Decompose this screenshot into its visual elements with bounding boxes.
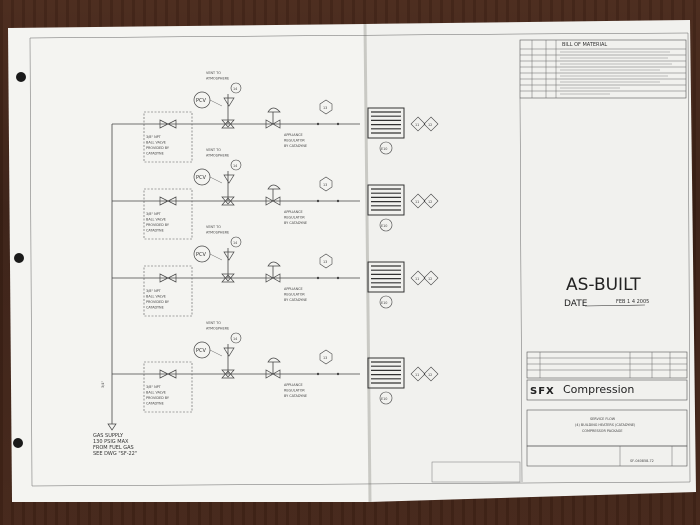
- appliance-regulator-icon: [265, 273, 274, 283]
- tag-diamond: 12: [428, 123, 432, 127]
- tag-diamond: 11: [415, 373, 419, 377]
- tag-13: 13: [323, 260, 327, 264]
- tag-13: 13: [323, 356, 327, 360]
- bill-of-material-table: [519, 39, 687, 99]
- punch-hole: [14, 253, 24, 263]
- tag-14: 14: [233, 337, 237, 341]
- tag-14: 14: [233, 241, 237, 245]
- paper-left-page: [8, 24, 370, 502]
- relief-valve-icon: [221, 369, 235, 378]
- tag-diamond: 11: [415, 277, 419, 281]
- tag-e10: E10: [381, 224, 387, 228]
- catalytic-heater-icon: [367, 107, 405, 139]
- ball-valve-icon: [159, 369, 169, 379]
- punch-hole: [16, 72, 26, 82]
- tag-diamond: 11: [415, 123, 419, 127]
- punch-hole: [13, 438, 23, 448]
- company-name: Compression: [563, 383, 634, 396]
- bom-rows: [520, 40, 686, 98]
- company-block: [526, 379, 688, 401]
- ball-valve-icon: [159, 196, 169, 206]
- appliance-regulator-icon: [265, 369, 274, 379]
- drawing-number: SF-040858-72: [630, 459, 654, 463]
- pipe-size-label: 3/4": [101, 381, 105, 388]
- title-line-2: (4) BUILDING HEATERS (CATADYNE): [575, 423, 636, 427]
- pcv-label: PCV: [196, 98, 207, 104]
- relief-valve-icon: [221, 273, 235, 282]
- as-built-stamp: AS-BUILT: [566, 275, 641, 295]
- bom-title: BILL OF MATERIAL: [562, 42, 607, 48]
- tag-diamond: 12: [428, 373, 432, 377]
- appliance-regulator-icon: [265, 119, 274, 129]
- tag-diamond: 11: [415, 200, 419, 204]
- paper-right-page: [365, 20, 696, 502]
- title-line-3: COMPRESSOR PACKAGE: [582, 429, 623, 433]
- tag-e10: E10: [381, 147, 387, 151]
- catalytic-heater-icon: [367, 357, 405, 389]
- pcv-label: PCV: [196, 175, 207, 181]
- tag-diamond: 12: [428, 200, 432, 204]
- tag-e10: E10: [381, 397, 387, 401]
- tag-13: 13: [323, 106, 327, 110]
- pcv-label: PCV: [196, 252, 207, 258]
- pcv-label: PCV: [196, 348, 207, 354]
- title-line-1: SERVICE FLOW: [590, 417, 616, 421]
- stamp-date-label: DATE: [564, 299, 588, 309]
- tag-14: 14: [233, 164, 237, 168]
- tag-e10: E10: [381, 301, 387, 305]
- tag-13: 13: [323, 183, 327, 187]
- company-logo: SFX: [530, 386, 555, 397]
- appliance-regulator-icon: [265, 196, 274, 206]
- relief-valve-icon: [221, 119, 235, 128]
- catalytic-heater-icon: [367, 184, 405, 216]
- ball-valve-icon: [159, 119, 169, 129]
- ball-valve-icon: [159, 273, 169, 283]
- copyright-box: [431, 461, 521, 483]
- tag-14: 14: [233, 87, 237, 91]
- revision-table: [526, 351, 688, 379]
- tag-diamond: 12: [428, 277, 432, 281]
- catalytic-heater-icon: [367, 261, 405, 293]
- relief-valve-icon: [221, 196, 235, 205]
- stamp-date-value: FEB 1 4 2005: [616, 299, 649, 305]
